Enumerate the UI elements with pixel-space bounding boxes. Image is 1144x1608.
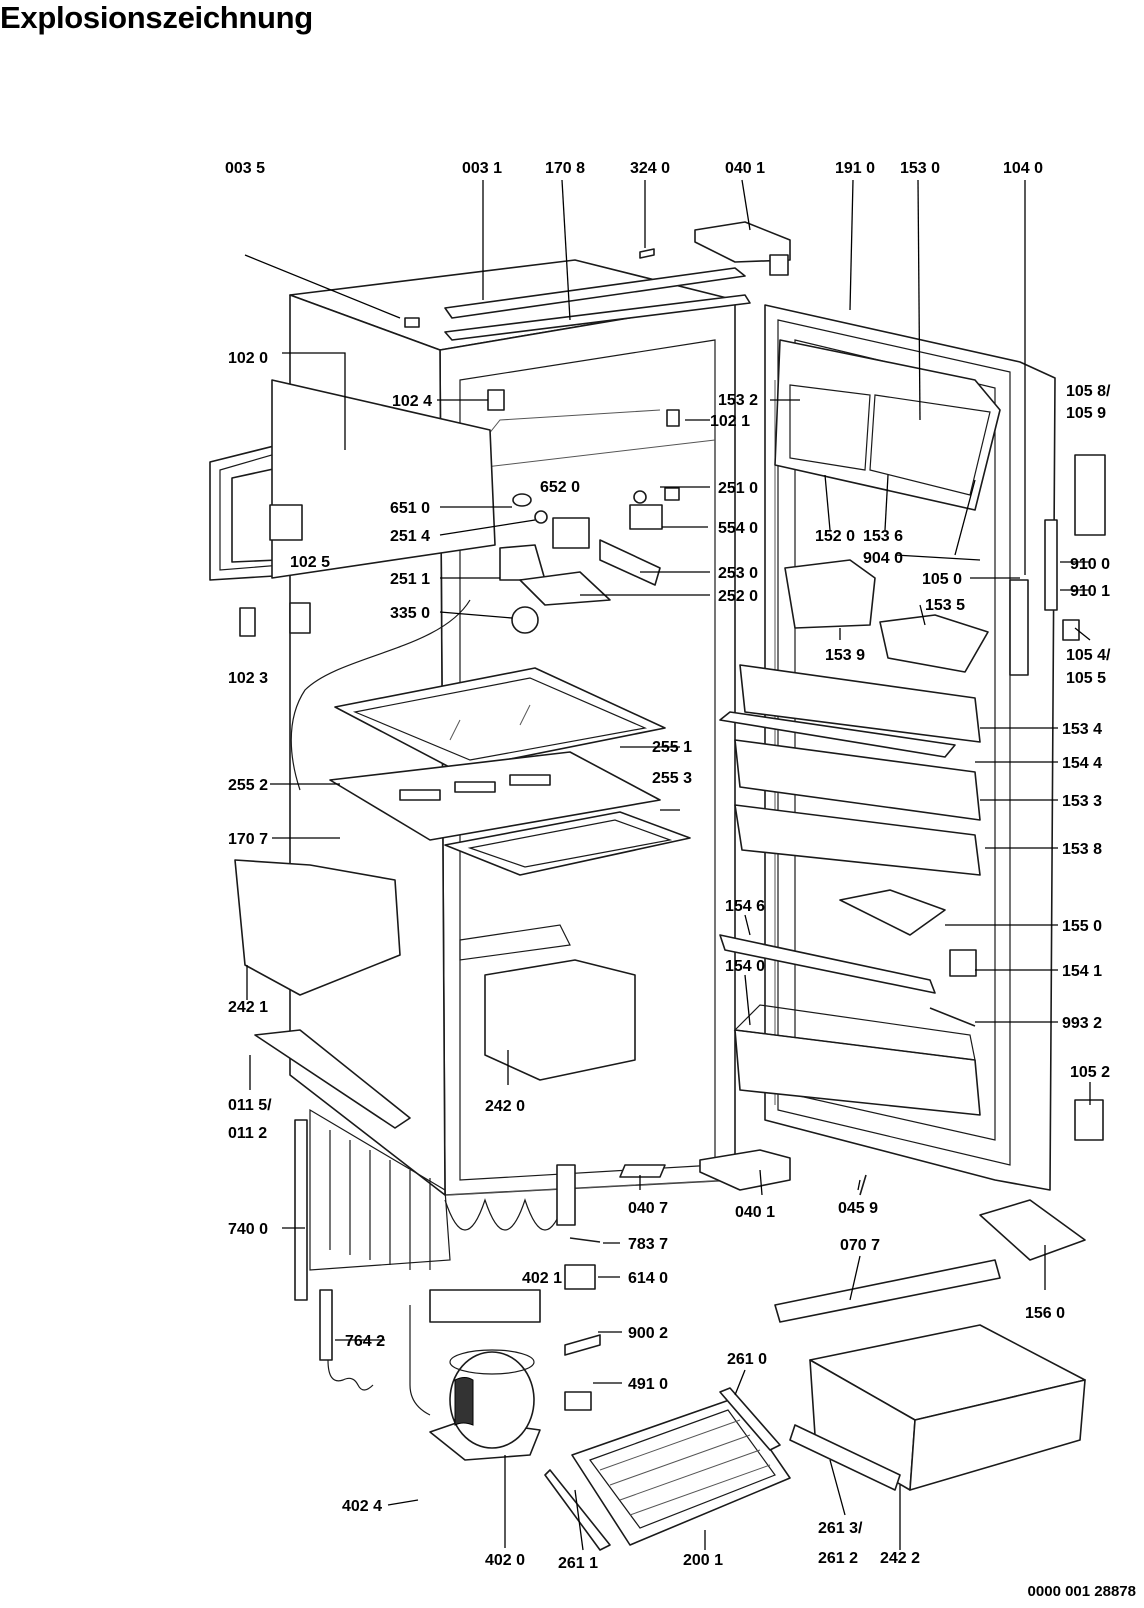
part-label: 105 2: [1070, 1064, 1110, 1081]
part-label: 261 3/: [818, 1520, 863, 1537]
part-label: 040 1: [735, 1204, 775, 1221]
part-label: 242 1: [228, 999, 268, 1016]
part-label: 251 4: [390, 528, 430, 545]
right-side-parts: [929, 454, 1106, 1141]
part-label: 491 0: [628, 1376, 668, 1393]
top-rails: [404, 248, 751, 341]
freezer-flap: [209, 379, 496, 581]
part-label: 153 8: [1062, 841, 1102, 858]
part-label: 255 2: [228, 777, 268, 794]
part-label: 261 0: [727, 1351, 767, 1368]
part-label: 910 0: [1070, 556, 1110, 573]
part-label: 153 2: [718, 392, 758, 409]
door-bins: [719, 339, 1001, 1116]
vegetable-trays: [234, 859, 636, 1081]
part-label: 153 6: [863, 528, 903, 545]
part-label: 170 8: [545, 160, 585, 177]
part-label: 102 0: [228, 350, 268, 367]
part-label: 153 9: [825, 647, 865, 664]
crisper-drawer: [774, 1259, 1086, 1491]
part-label: 200 1: [683, 1552, 723, 1569]
electrical-parts: [564, 1149, 867, 1411]
part-label: 102 3: [228, 670, 268, 687]
part-label: 170 7: [228, 831, 268, 848]
part-label: 261 2: [818, 1550, 858, 1567]
part-label: 910 1: [1070, 583, 1110, 600]
part-label: 154 6: [725, 898, 765, 915]
part-label: 255 3: [652, 770, 692, 787]
part-label: 153 3: [1062, 793, 1102, 810]
part-label: 003 1: [462, 160, 502, 177]
part-label: 105 4/: [1066, 647, 1111, 664]
thermostat-cluster: [499, 487, 680, 634]
part-label: 040 1: [725, 160, 765, 177]
part-label: 102 1: [710, 413, 750, 430]
part-label: 242 0: [485, 1098, 525, 1115]
part-label: 900 2: [628, 1325, 668, 1342]
part-label: 105 5: [1066, 670, 1106, 687]
part-label: 554 0: [718, 520, 758, 537]
part-label: 993 2: [1062, 1015, 1102, 1032]
part-label: 154 0: [725, 958, 765, 975]
part-label: 105 8/: [1066, 383, 1111, 400]
part-label: 070 7: [840, 1237, 880, 1254]
part-label: 324 0: [630, 160, 670, 177]
part-label: 153 0: [900, 160, 940, 177]
part-label: 255 1: [652, 739, 692, 756]
part-label: 011 2: [228, 1125, 267, 1142]
part-label: 153 5: [925, 597, 965, 614]
condenser: [294, 1108, 576, 1301]
part-label: 105 9: [1066, 405, 1106, 422]
part-label: 003 5: [225, 160, 265, 177]
part-label: 651 0: [390, 500, 430, 517]
part-label: 156 0: [1025, 1305, 1065, 1322]
part-label: 402 0: [485, 1552, 525, 1569]
part-label: 335 0: [390, 605, 430, 622]
part-label: 102 5: [290, 554, 330, 571]
hinge-top: [694, 221, 791, 276]
drier: [319, 1289, 374, 1391]
part-label: 154 1: [1062, 963, 1102, 980]
part-label: 652 0: [540, 479, 580, 496]
part-labels: 003 5 003 1 170 8 324 0 040 1 191 0 153 …: [225, 160, 1111, 1572]
compressor: [409, 1289, 541, 1461]
part-label: 252 0: [718, 588, 758, 605]
part-label: 191 0: [835, 160, 875, 177]
part-label: 045 9: [838, 1200, 878, 1217]
part-label: 740 0: [228, 1221, 268, 1238]
part-label: 040 7: [628, 1200, 668, 1217]
part-label: 102 4: [392, 393, 432, 410]
part-label: 242 2: [880, 1550, 920, 1567]
part-label: 402 4: [342, 1498, 382, 1515]
part-label: 251 1: [390, 571, 430, 588]
glass-shelves: [329, 667, 691, 876]
part-label: 253 0: [718, 565, 758, 582]
part-label: 153 4: [1062, 721, 1102, 738]
part-label: 105 0: [922, 571, 962, 588]
page-title: Explosionszeichnung: [0, 0, 313, 35]
part-label: 011 5/: [228, 1097, 272, 1114]
part-label: 764 2: [345, 1333, 385, 1350]
part-label: 154 4: [1062, 755, 1102, 772]
part-label: 783 7: [628, 1236, 668, 1253]
part-label: 104 0: [1003, 160, 1043, 177]
part-label: 251 0: [718, 480, 758, 497]
part-label: 155 0: [1062, 918, 1102, 935]
part-label: 152 0: [815, 528, 855, 545]
drawing-number: 0000 001 28878: [1027, 1583, 1136, 1600]
part-label: 402 1: [522, 1270, 562, 1287]
part-label: 904 0: [863, 550, 903, 567]
part-label: 614 0: [628, 1270, 668, 1287]
leader-lines: [244, 179, 1091, 1551]
bottom-tray: [544, 1387, 791, 1551]
part-label: 261 1: [558, 1555, 598, 1572]
